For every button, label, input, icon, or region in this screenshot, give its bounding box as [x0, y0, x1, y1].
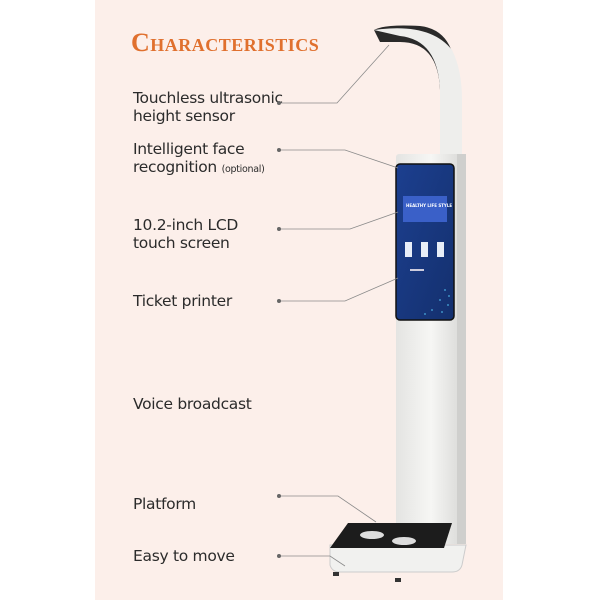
feature-label: height sensor [133, 107, 235, 125]
callout-lines [279, 44, 399, 567]
feature-face-recognition: Intelligent face recognition (optional) [133, 140, 265, 179]
callout-dots [277, 101, 281, 558]
feature-label: 10.2-inch LCD [133, 216, 239, 234]
feature-voice-broadcast: Voice broadcast [133, 395, 252, 413]
platform-base [329, 544, 467, 573]
footprint-icon [360, 531, 384, 539]
feature-lcd: 10.2-inch LCD touch screen [133, 216, 238, 252]
footprint-icon [392, 537, 416, 545]
feature-easy-to-move: Easy to move [133, 547, 235, 565]
feature-height-sensor: Touchless ultrasonic height sensor [133, 89, 283, 125]
screen-banner [403, 196, 447, 222]
page-title: Characteristics [131, 28, 320, 57]
feature-label: recognition [133, 158, 217, 176]
feature-label: Intelligent face [133, 140, 245, 158]
screen-banner-text: HEALTHY LIFE STYLE [406, 203, 452, 208]
feature-note: (optional) [221, 164, 265, 175]
feature-ticket-printer: Ticket printer [133, 292, 232, 310]
feature-label: Touchless ultrasonic [133, 89, 283, 107]
platform-glass [330, 523, 452, 548]
feature-platform: Platform [133, 495, 196, 513]
feature-label: touch screen [133, 234, 230, 252]
